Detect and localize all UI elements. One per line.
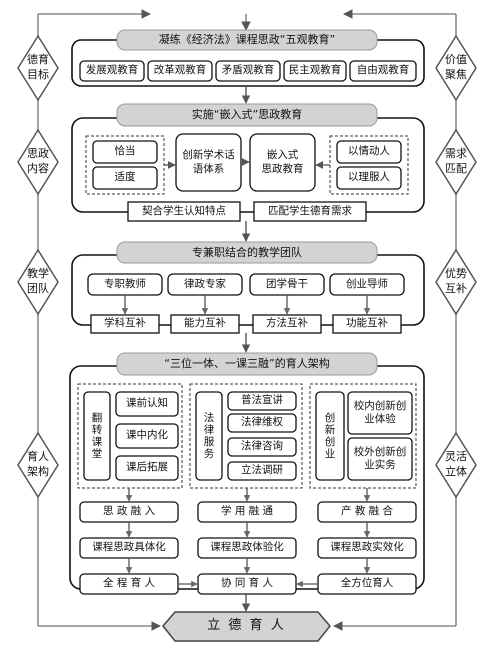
diamond-label-value-focus: 价值 聚焦 — [445, 53, 467, 81]
s4-outcome-effective: 课程思政实效化 — [330, 541, 404, 554]
section-headers — [116, 29, 378, 376]
section4-title: “三位一体、一课三融”的育人架构 — [164, 357, 330, 371]
s4-after-class: 课后拓展 — [126, 461, 168, 474]
s3-member-boxes — [87, 273, 405, 334]
s1-item-freedom: 自由观教育 — [356, 64, 410, 77]
final-hexagon — [162, 611, 331, 642]
s2-academic-discourse: 创新学术话 语体系 — [182, 149, 235, 175]
s2-embedded-education: 嵌入式 思政教育 — [261, 149, 304, 175]
s3-complement-subject: 学科互补 — [104, 317, 146, 330]
s4-legislative-research: 立法调研 — [241, 464, 283, 477]
s3-arrows — [121, 295, 371, 315]
s2-moderate: 适度 — [114, 171, 136, 184]
s4-legal-consulting: 法律咨询 — [241, 440, 283, 453]
diamond-label-demand-match: 需求 匹配 — [445, 147, 467, 175]
s4-arrows — [125, 488, 371, 588]
s4-off-campus-practice: 校外创新创 业实务 — [353, 445, 407, 471]
s3-complement-method: 方法互补 — [266, 317, 308, 330]
s2-moral-need-match: 匹配学生德育需求 — [268, 204, 352, 217]
s4-flipped-classroom: 翻 转 课 堂 — [91, 411, 103, 461]
s1-item-democracy: 民主观教育 — [288, 64, 342, 77]
s1-item-reform: 改革观教育 — [153, 64, 207, 77]
s4-goal-all-round: 全方位育人 — [340, 577, 394, 590]
s3-member-startup-mentor: 创业导师 — [346, 277, 388, 290]
final-goal: 立 德 育 人 — [207, 618, 286, 634]
diamond-label-ideological-content: 思政 内容 — [27, 147, 49, 175]
side-diamonds — [17, 34, 477, 499]
s2-appropriate: 恰当 — [114, 145, 136, 158]
s4-in-class: 课中内化 — [126, 429, 168, 442]
outer-connector-lines — [37, 9, 457, 631]
s4-dashed-columns — [77, 383, 417, 489]
s4-boxes — [79, 391, 417, 595]
section3-title: 专兼职结合的教学团队 — [192, 245, 302, 259]
section1-title: 凝练《经济法》课程思政“五观教育” — [158, 33, 336, 47]
s4-outcome-concretize: 课程思政具体化 — [92, 541, 166, 554]
s3-member-student-leader: 团学骨干 — [266, 277, 308, 290]
diamond-label-complementary-advantages: 优势 互补 — [445, 267, 467, 295]
diamond-label-teaching-team: 教学 团队 — [27, 267, 49, 295]
s4-legal-service: 法 律 服 务 — [203, 411, 215, 461]
diamond-label-education-framework: 育人 架构 — [27, 450, 49, 478]
s3-complement-ability: 能力互补 — [184, 317, 226, 330]
s2-reason: 以理服人 — [348, 171, 390, 184]
s2-boxes — [92, 133, 402, 222]
s4-rights-protection: 法律维权 — [241, 416, 283, 429]
diamond-label-flexible-3d: 灵活 立体 — [445, 450, 467, 478]
section2-title: 实施“嵌入式”思政教育 — [191, 108, 303, 122]
s4-law-promotion: 普法宣讲 — [241, 394, 283, 407]
s3-member-legal-expert: 律政专家 — [184, 277, 226, 290]
s2-cognitive-fit: 契合学生认知特点 — [142, 204, 226, 217]
s1-item-contradiction: 矛盾观教育 — [221, 64, 275, 77]
s4-fusion-ideology: 思 政 融 入 — [102, 505, 155, 518]
s4-fusion-industry-education: 产 教 融 合 — [340, 505, 393, 518]
s2-emotion: 以情动人 — [348, 145, 390, 158]
s4-fusion-learn-use: 学 用 融 通 — [220, 505, 273, 518]
diamond-label-moral-goal: 德育 目标 — [27, 53, 49, 81]
s4-innovation-entrepreneurship: 创 新 创 业 — [324, 411, 336, 461]
s4-goal-whole-process: 全 程 育 人 — [102, 577, 155, 590]
s3-member-teacher: 专职教师 — [104, 277, 146, 290]
s1-boxes — [79, 60, 417, 82]
s4-pre-class: 课前认知 — [126, 397, 168, 410]
s4-on-campus-experience: 校内创新创 业体验 — [353, 399, 407, 425]
s4-goal-collaborative: 协 同 育 人 — [220, 577, 273, 590]
s2-arrows — [164, 158, 330, 169]
s4-outcome-experiential: 课程思政体验化 — [210, 541, 284, 554]
s3-complement-function: 功能互补 — [346, 317, 388, 330]
s1-item-development: 发展观教育 — [85, 64, 139, 77]
